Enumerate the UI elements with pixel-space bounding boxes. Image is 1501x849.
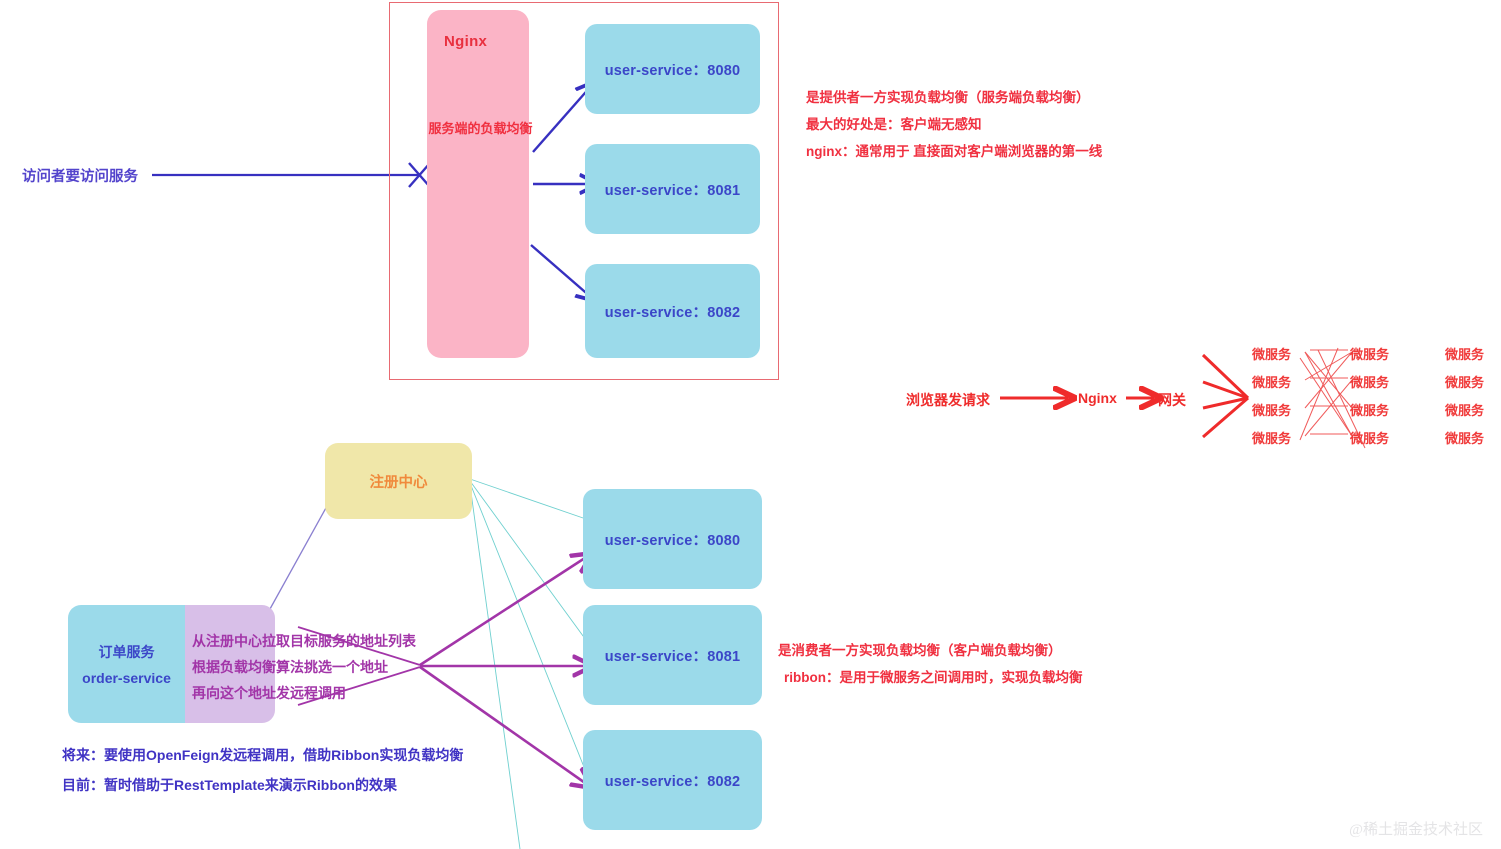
bottom-notes: 将来：要使用OpenFeign发远程调用，借助Ribbon实现负载均衡 目前：暂… (62, 740, 463, 800)
client-side-notes: 是消费者一方实现负载均衡（客户端负载均衡） ribbon：是用于微服务之间调用时… (778, 637, 1083, 691)
ribbon-step: 从注册中心拉取目标服务的地址列表 (192, 633, 416, 649)
microservice-label: 微服务 (1445, 431, 1485, 446)
service-box-8080: user-service：8080 (585, 24, 760, 114)
watermark: @稀土掘金技术社区 (1349, 822, 1483, 838)
service-label: user-service：8082 (604, 773, 741, 790)
microservice-label: 微服务 (1350, 347, 1390, 362)
service-label: user-service：8080 (604, 62, 741, 79)
ribbon-step: 再向这个地址发远程调用 (192, 685, 346, 701)
ribbon-steps-panel (185, 605, 275, 723)
bottom-note-line: 目前：暂时借助于RestTemplate来演示Ribbon的效果 (62, 777, 397, 793)
service-label: user-service：8082 (604, 304, 741, 321)
service-box-8081: user-service：8081 (585, 144, 760, 234)
nginx-box: Nginx 服务端的负载均衡 (427, 10, 533, 358)
nginx-subtitle: 服务端的负载均衡 (428, 121, 533, 136)
note-line: 最大的好处是：客户端无感知 (806, 117, 982, 132)
order-service-name: order-service (82, 670, 171, 686)
bottom-note-line: 将来：要使用OpenFeign发远程调用，借助Ribbon实现负载均衡 (62, 747, 464, 763)
microservice-label: 微服务 (1252, 431, 1292, 446)
microservice-label: 微服务 (1252, 375, 1292, 390)
microservice-label: 微服务 (1350, 375, 1390, 390)
service-label: user-service：8081 (604, 648, 741, 665)
client-service-box-8081: user-service：8081 (583, 605, 762, 705)
order-service-card: 订单服务 order-service (68, 605, 275, 723)
server-side-lb-group (389, 2, 779, 380)
microservice-label: 微服务 (1445, 375, 1485, 390)
service-box-8082: user-service：8082 (585, 264, 760, 358)
gateway-label: 网关 (1158, 392, 1186, 408)
microservice-label: 微服务 (1445, 403, 1485, 418)
registry-center-box: 注册中心 (325, 443, 472, 519)
microservice-label: 微服务 (1350, 431, 1390, 446)
registry-to-order-line (265, 496, 333, 618)
service-label: user-service：8081 (604, 182, 741, 199)
note-line: 是提供者一方实现负载均衡（服务端负载均衡） (806, 90, 1090, 105)
order-service-title: 订单服务 (98, 644, 155, 660)
client-service-box-8082: user-service：8082 (583, 730, 762, 830)
microservice-label: 微服务 (1445, 347, 1485, 362)
microservice-label: 微服务 (1350, 403, 1390, 418)
browser-request-label: 浏览器发请求 (906, 392, 990, 408)
service-label: user-service：8080 (604, 532, 741, 549)
visitor-label: 访问者要访问服务 (22, 169, 138, 185)
nginx-title: Nginx (444, 33, 488, 50)
order-service-identity: 订单服务 order-service (68, 605, 185, 723)
registry-center-label: 注册中心 (369, 474, 428, 491)
ribbon-steps-list: 从注册中心拉取目标服务的地址列表 根据负载均衡算法挑选一个地址 再向这个地址发远… (192, 628, 522, 706)
microservice-label: 微服务 (1252, 347, 1292, 362)
client-service-box-8080: user-service：8080 (583, 489, 762, 589)
server-side-notes: 是提供者一方实现负载均衡（服务端负载均衡） 最大的好处是：客户端无感知 ngin… (806, 84, 1102, 165)
ribbon-step: 根据负载均衡算法挑选一个地址 (192, 659, 388, 675)
gateway-nginx-label: Nginx (1078, 390, 1117, 406)
note-line: 是消费者一方实现负载均衡（客户端负载均衡） (778, 643, 1062, 658)
microservice-label: 微服务 (1252, 403, 1292, 418)
note-line: ribbon：是用于微服务之间调用时，实现负载均衡 (784, 670, 1083, 685)
note-line: nginx：通常用于 直接面对客户端浏览器的第一线 (806, 144, 1103, 159)
gateway-sketch: 浏览器发请求 Nginx 网关 微服务 微服务 微服务 微服务 微服务 微服务 … (900, 338, 1500, 456)
